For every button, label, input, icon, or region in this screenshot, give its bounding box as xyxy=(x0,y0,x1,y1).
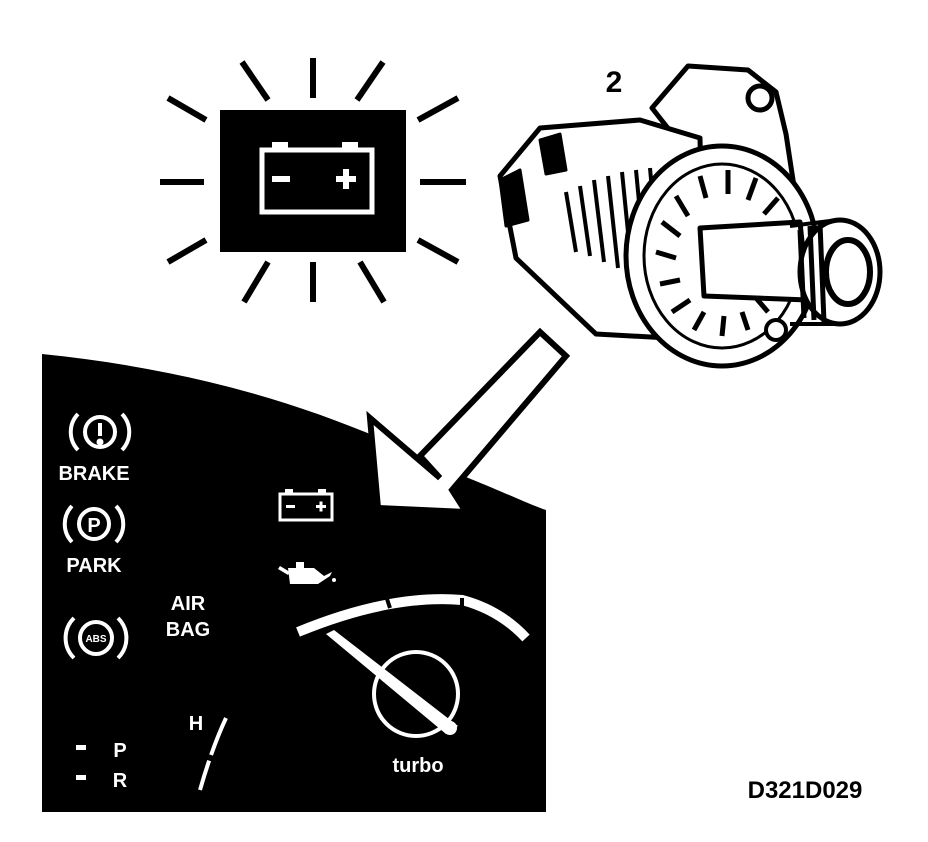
pointer-arrow xyxy=(366,327,571,516)
brake-warning-icon xyxy=(68,412,132,452)
figure-code: D321D029 xyxy=(748,777,863,804)
gear-p-label: P xyxy=(113,740,126,762)
turbo-gauge-scale xyxy=(296,594,530,642)
oil-pressure-icon xyxy=(278,562,336,584)
gear-p-marker xyxy=(76,745,86,750)
brake-label: BRAKE xyxy=(58,463,129,485)
turbo-gauge xyxy=(296,594,530,738)
airbag-label-line2: BAG xyxy=(166,619,210,641)
flash-rays xyxy=(160,58,466,304)
gear-r-label: R xyxy=(113,770,128,792)
turbo-gauge-hub xyxy=(372,650,460,738)
warning-lamp-box xyxy=(220,110,406,252)
abs-icon xyxy=(63,616,129,660)
turbo-label: turbo xyxy=(392,755,443,777)
callout-number: 2 xyxy=(606,66,623,99)
park-brake-icon xyxy=(62,504,126,544)
temperature-high-label: H xyxy=(189,713,203,735)
abs-label: ABS xyxy=(85,634,106,645)
battery-indicator-icon xyxy=(278,489,334,522)
airbag-label-line1: AIR xyxy=(171,593,206,615)
turbo-gauge-needle xyxy=(326,630,458,734)
park-icon-letter: P xyxy=(87,515,100,537)
front-vent-slots xyxy=(655,170,780,337)
battery-icon xyxy=(259,142,375,215)
charging-warning-light xyxy=(160,58,466,304)
gear-r-marker xyxy=(76,775,86,780)
park-label: PARK xyxy=(66,555,122,577)
alternator xyxy=(497,63,883,369)
temperature-gauge-scale xyxy=(198,717,228,791)
alternator-shaft xyxy=(697,219,811,303)
